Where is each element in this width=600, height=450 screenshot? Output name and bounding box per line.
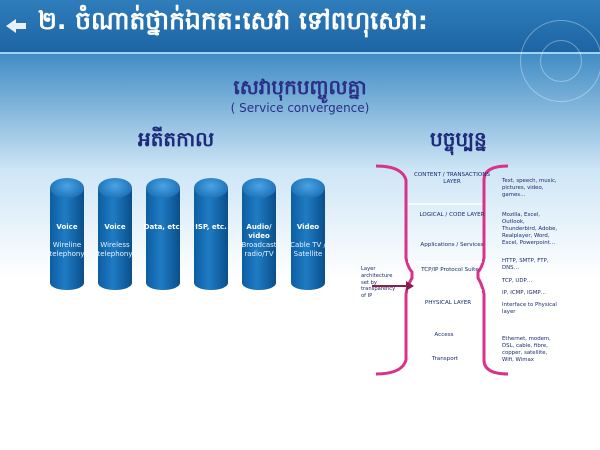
service-cylinder: Data, etc. [144,178,182,290]
decor-circle [520,20,600,102]
layer-applications: Applications / Services [420,242,484,248]
note-interface: Interface to Physical layer [502,302,557,315]
pipe-outline [372,164,509,376]
note-physical: Ethernet, modem, DSL, cable, fibre, copp… [502,336,551,363]
layer-physical: PHYSICAL LAYER [424,300,472,306]
cylinder-title: ISP, etc. [195,223,227,231]
note-ip: IP, ICMP, IGMP… [502,290,547,296]
layer-content: CONTENT / TRANSACTIONS LAYER [413,172,491,185]
layer-transport: Transport [431,356,459,362]
service-cylinder: Video Cable TV / Satellite [290,178,326,290]
cylinder-title: Data, etc. [143,223,183,231]
cylinder-subtitle: Broadcast radio/TV [241,241,277,258]
present-heading: បច្ចុប្បន្ន [430,127,487,151]
note-logical: Mozilla, Excel, Outlook, Thunderbird, Ad… [502,212,558,246]
past-heading: អតីតកាល [138,127,215,151]
slide-title: ២. ចំណាត់ថ្នាក់ឯកត:សេវា ទៅពហុសេវា: [38,6,428,35]
cylinder-subtitle: Wireline telephony [49,241,85,258]
service-cylinder: Audio/ video Broadcast radio/TV [241,178,277,290]
bullet-arrow-icon [4,16,28,36]
cylinder-subtitle: Wireless telephony [97,241,133,258]
cylinder-subtitle: Cable TV / Satellite [290,241,326,258]
layer-tcpip: TCP/IP Protocol Suite [421,267,479,273]
decor-circle [540,40,582,82]
note-content: Text, speech, music, pictures, video, ga… [502,178,557,198]
layer-logical: LOGICAL / CODE LAYER [419,212,485,218]
service-cylinder: Voice Wireless telephony [97,178,133,290]
convergence-subheading: ( Service convergence) [230,101,370,115]
service-cylinder: Voice Wireline telephony [49,178,85,290]
convergence-heading: សេវាបុកបញ្ចូលគ្នា [233,75,367,99]
layer-access: Access [434,332,454,338]
service-cylinder: ISP, etc. [194,178,228,290]
cylinder-title: Voice [56,223,78,231]
cylinder-title: Video [296,223,320,231]
convergence-pipe-diagram: CONTENT / TRANSACTIONS LAYER LOGICAL / C… [360,160,560,378]
note-tcp: TCP, UDP… [502,278,533,284]
cylinder-title: Voice [104,223,126,231]
layer-architecture-note: Layer architecture set by transparency o… [361,266,396,300]
note-http: HTTP, SMTP, FTP, DNS… [502,258,549,271]
cylinder-title: Audio/ video [246,223,272,240]
title-underline [0,52,600,54]
title-band [0,0,600,52]
